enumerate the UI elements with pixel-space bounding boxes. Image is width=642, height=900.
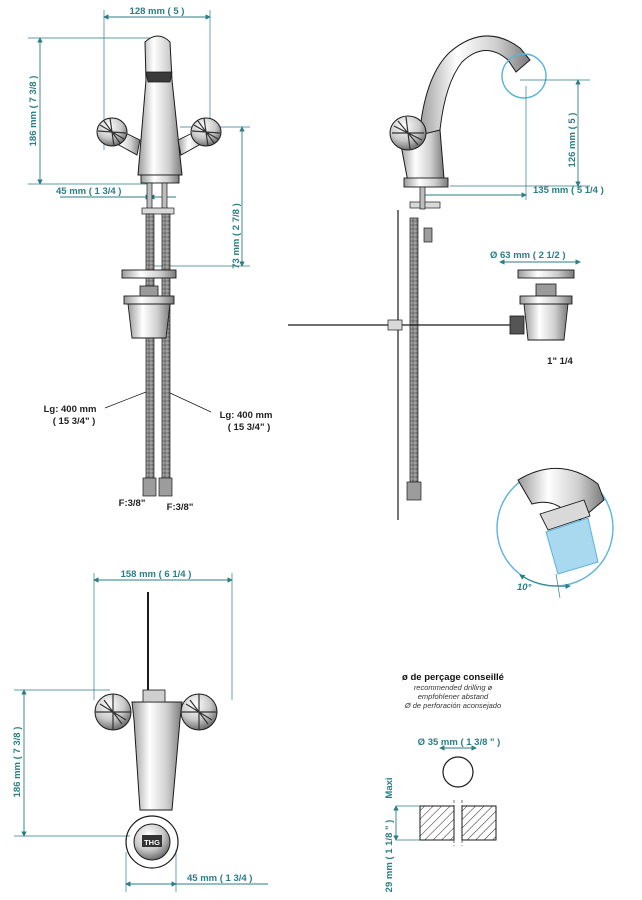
black-labels: Lg: 400 mm ( 15 3/4" ) Lg: 400 mm ( 15 3… xyxy=(44,356,574,710)
drain-body xyxy=(127,303,171,339)
dim-drain-diameter: Ø 63 mm ( 2 1/2 ) xyxy=(490,250,566,261)
counter-section-right xyxy=(461,805,497,841)
dim-top-width: 158 mm ( 6 1/4 ) xyxy=(121,569,192,580)
hose-left-length: Lg: 400 mm xyxy=(44,404,97,415)
labels: 128 mm ( 5 ) 186 mm ( 7 3/8 ) 45 mm ( 1 … xyxy=(12,6,604,892)
drilling-detail xyxy=(393,745,497,846)
counter-section-left xyxy=(419,805,455,841)
top-body xyxy=(131,701,183,811)
drilling-line-es: Ø de perforación aconsejado xyxy=(404,701,501,710)
dim-front-offset: 45 mm ( 1 3/4 ) xyxy=(56,186,121,197)
top-view: THG xyxy=(14,573,268,892)
drilling-line-de: empfohlener abstand xyxy=(418,692,489,701)
hose-right xyxy=(161,213,171,487)
left-handle xyxy=(96,117,128,147)
connection-right: F:3/8" xyxy=(167,502,194,513)
hose-right-inches: ( 15 3/4" ) xyxy=(228,422,271,433)
maxi-label: Maxi xyxy=(384,777,395,798)
hose-left-inches: ( 15 3/4" ) xyxy=(53,416,96,427)
spout xyxy=(417,35,531,161)
dim-top-offset: 45 mm ( 1 3/4 ) xyxy=(187,873,252,884)
dim-top-height: 186 mm ( 7 3/8 ) xyxy=(12,727,23,798)
detail-angle: 10° xyxy=(517,582,532,593)
dim-hole-diameter: Ø 35 mm ( 1 3/8 " ) xyxy=(418,737,501,748)
hose-right-length: Lg: 400 mm xyxy=(220,410,273,421)
thg-logo xyxy=(142,835,162,847)
connection-left: F:3/8" xyxy=(119,498,146,509)
spout-outlet xyxy=(145,71,173,83)
drain-thread: 1" 1/4 xyxy=(547,356,573,367)
dim-spout-height: 126 mm ( 5 ) xyxy=(567,113,578,168)
side-view xyxy=(288,35,590,520)
dim-front-height-right: 73 mm ( 2 7/8 ) xyxy=(231,203,242,268)
drilling-title: ø de perçage conseillé xyxy=(402,672,504,683)
top-left-handle xyxy=(94,693,132,731)
dim-max-thickness: 29 mm ( 1 1/8 " ) xyxy=(384,820,395,893)
aerator-detail xyxy=(496,468,614,599)
dim-front-width: 128 mm ( 5 ) xyxy=(130,6,185,17)
front-view xyxy=(28,10,250,497)
thg-logo-text: THG xyxy=(144,838,160,847)
water-jet xyxy=(545,517,599,575)
top-right-handle xyxy=(180,693,218,731)
dim-front-height: 186 mm ( 7 3/8 ) xyxy=(28,76,39,147)
side-drain-body xyxy=(523,303,569,341)
dim-spout-reach: 135 mm ( 5 1/4 ) xyxy=(533,185,604,196)
right-handle xyxy=(190,117,222,147)
drilling-line-en: recommended drilling ø xyxy=(414,683,493,692)
spout-detail-circle xyxy=(501,53,547,99)
faucet-body xyxy=(137,35,183,176)
base-flange xyxy=(125,815,179,869)
hole-circle xyxy=(442,756,474,788)
side-handle xyxy=(389,115,427,151)
hose-left xyxy=(145,213,155,487)
